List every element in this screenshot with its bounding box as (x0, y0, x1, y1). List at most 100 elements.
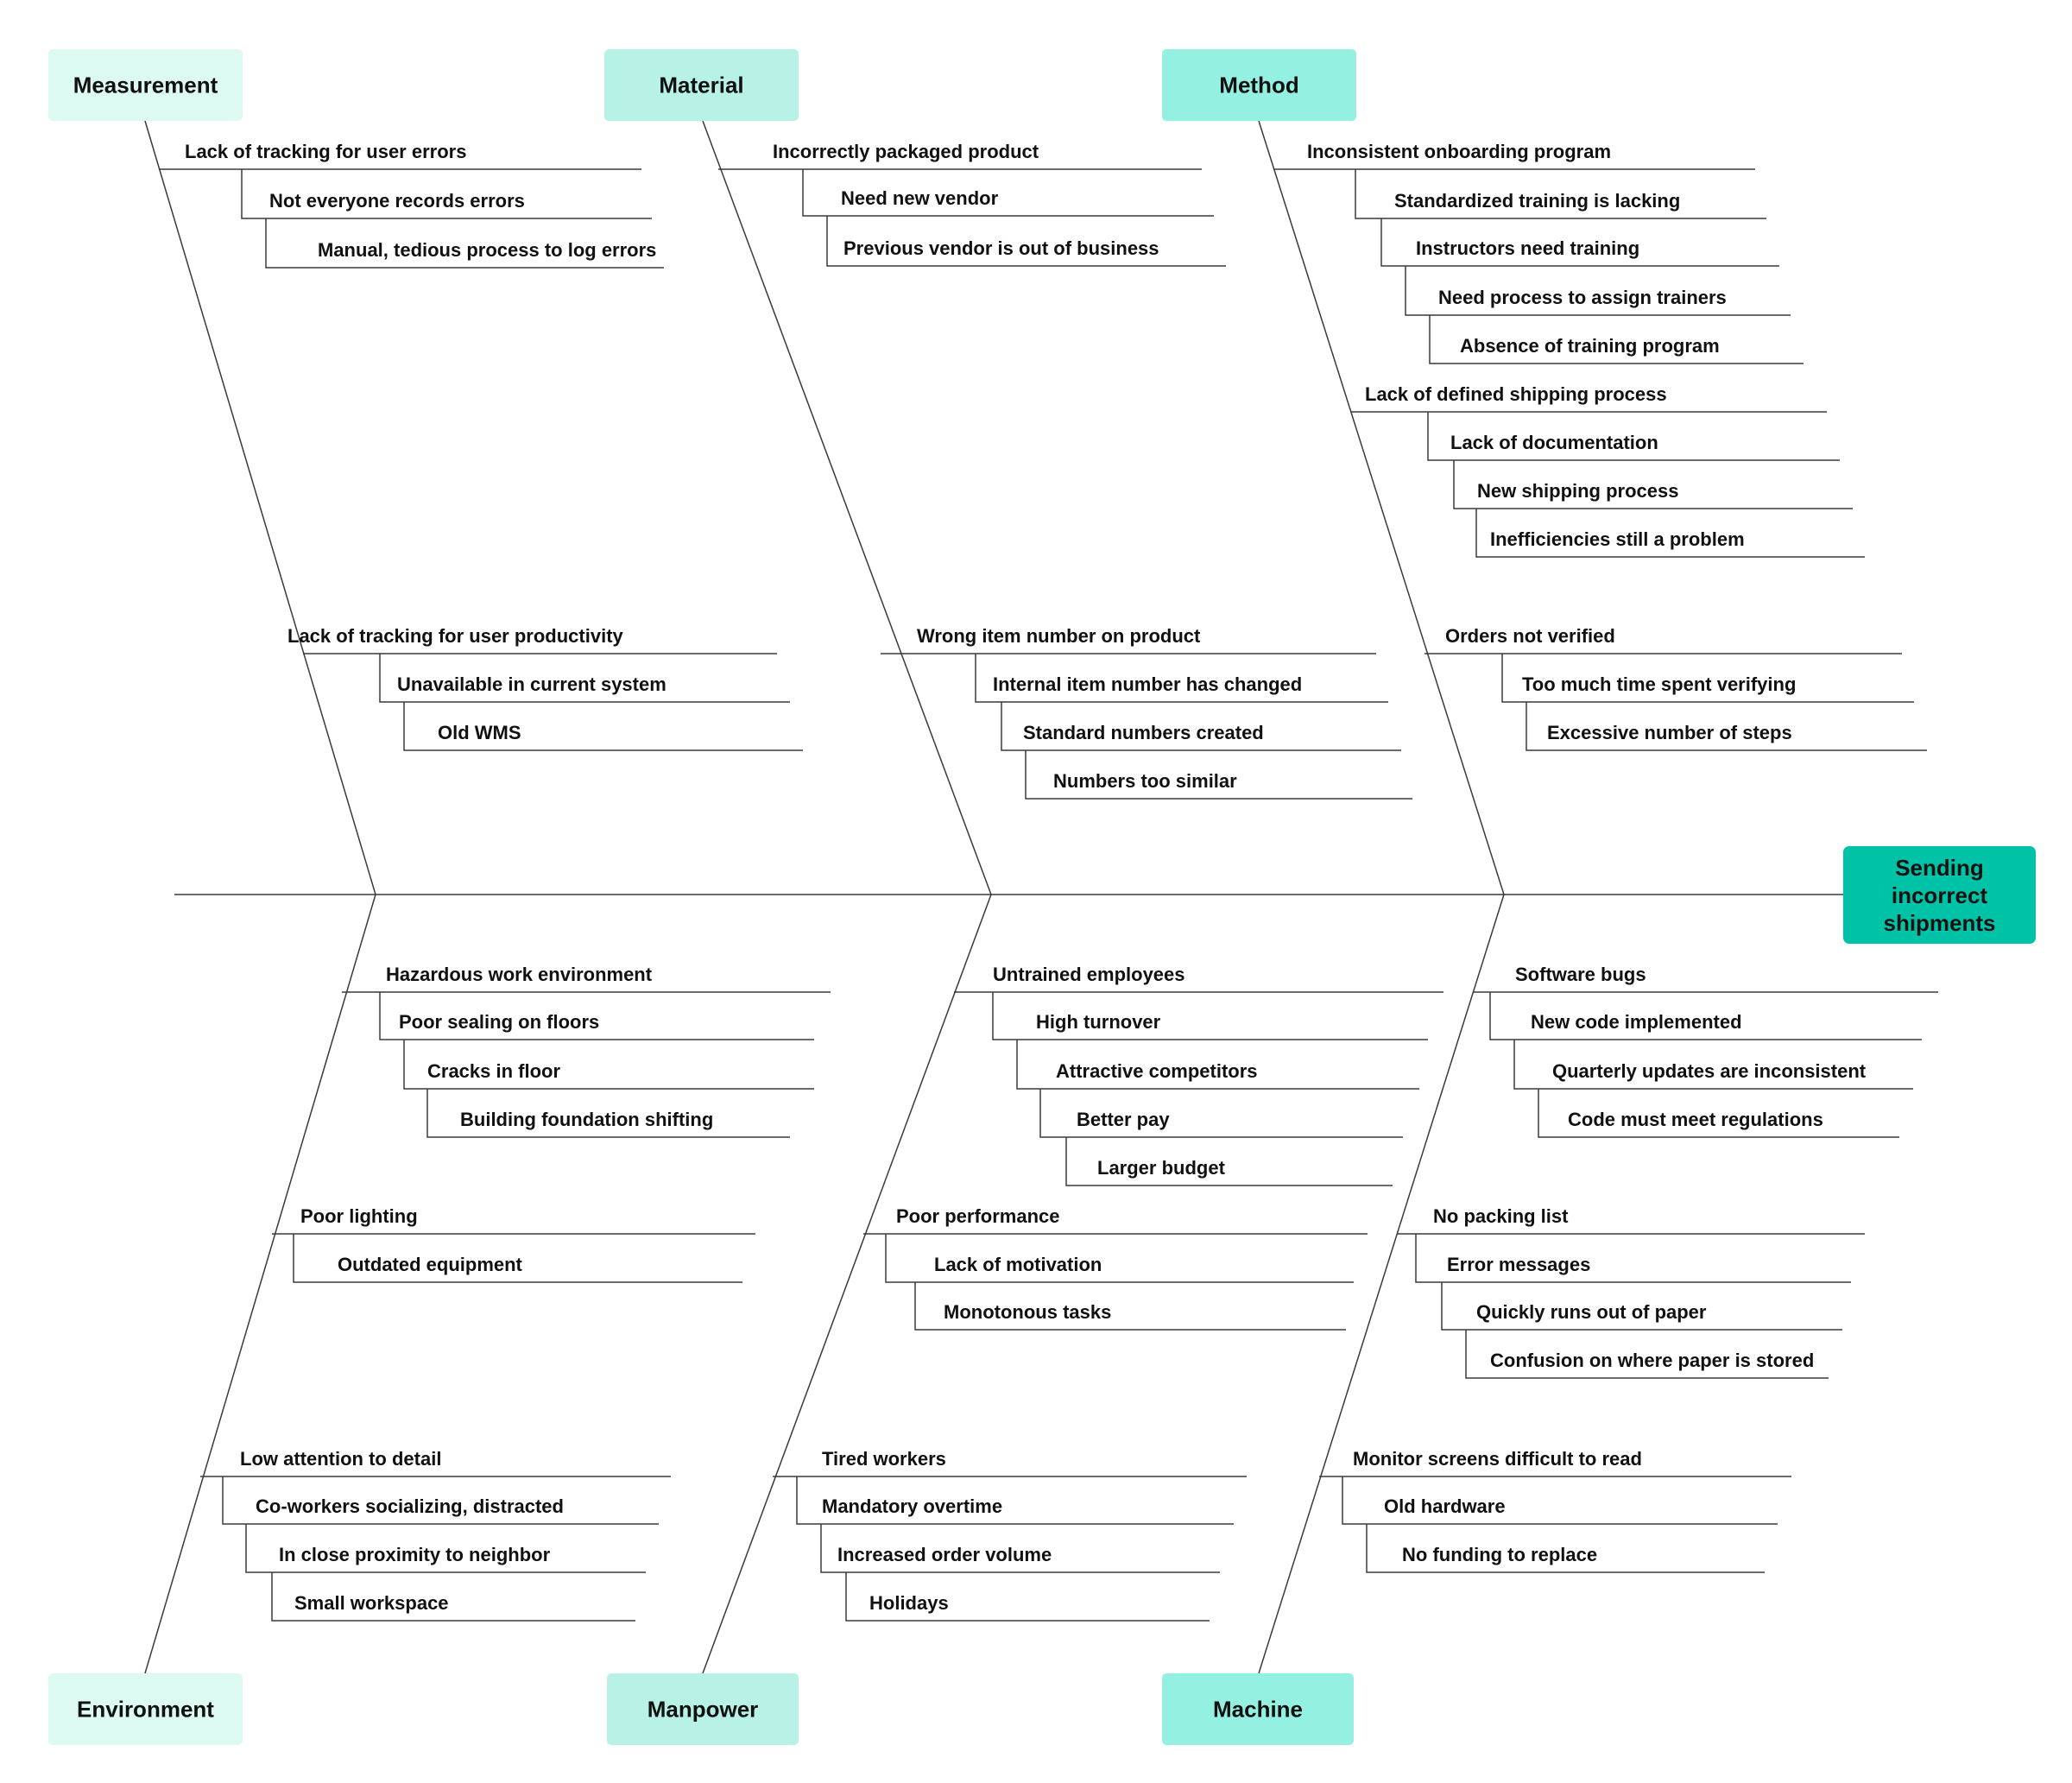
bone-manpower (702, 894, 992, 1674)
sub-cause-line (403, 1040, 814, 1090)
sub-cause-line (426, 1089, 790, 1138)
sub-cause-line (1538, 1089, 1899, 1138)
sub-cause-line (1405, 266, 1791, 316)
sub-cause-label: Need process to assign trainers (1438, 287, 1727, 308)
sub-cause-label: Inefficiencies still a problem (1490, 528, 1745, 550)
sub-cause-line (379, 992, 814, 1040)
category-box-manpower (607, 1673, 799, 1745)
sub-cause-label: Need new vendor (841, 187, 999, 209)
sub-cause-label: Standard numbers created (1023, 722, 1264, 743)
sub-cause-label: Unavailable in current system (397, 673, 666, 695)
bone-machine (1258, 894, 1505, 1674)
category-label-manpower: Manpower (648, 1697, 759, 1723)
sub-cause-label: Old hardware (1384, 1495, 1506, 1517)
sub-cause-label: High turnover (1036, 1011, 1161, 1033)
sub-cause-label: Old WMS (438, 722, 521, 743)
sub-cause-line (1513, 1040, 1913, 1090)
sub-cause-line (1489, 992, 1922, 1040)
sub-cause-label: Monotonous tasks (944, 1301, 1111, 1323)
sub-cause-line (975, 654, 1388, 703)
sub-cause-label: Outdated equipment (338, 1254, 523, 1275)
sub-cause-label: Attractive competitors (1056, 1060, 1258, 1082)
sub-cause-label: Building foundation shifting (460, 1109, 713, 1130)
sub-cause-label: Lack of motivation (934, 1254, 1102, 1275)
sub-cause-line (802, 169, 1214, 217)
sub-cause-label: Too much time spent verifying (1522, 673, 1796, 695)
effect-label-line: Sending (1895, 855, 1984, 881)
sub-cause-label: Lack of documentation (1450, 432, 1658, 453)
sub-cause-line (245, 1524, 646, 1573)
sub-cause-line (241, 169, 652, 219)
sub-cause-line (222, 1476, 659, 1525)
sub-cause-line (1427, 412, 1840, 461)
effect-label-line: incorrect (1892, 882, 1988, 908)
sub-cause-line (914, 1282, 1346, 1331)
sub-cause-line (1380, 218, 1779, 267)
cause-label: Inconsistent onboarding program (1307, 141, 1611, 162)
category-label-environment: Environment (77, 1697, 214, 1723)
cause-label: Untrained employees (993, 964, 1185, 985)
category-box-measurement (48, 49, 243, 121)
bone-material (702, 120, 992, 895)
sub-cause-label: Small workspace (294, 1592, 449, 1614)
cause-label: Lack of tracking for user productivity (287, 625, 624, 647)
category-box-environment (48, 1673, 243, 1745)
sub-cause-line (845, 1572, 1210, 1622)
category-box-method (1162, 49, 1356, 121)
sub-cause-label: Holidays (869, 1592, 949, 1614)
sub-cause-line (1366, 1524, 1765, 1573)
cause-label: Lack of defined shipping process (1365, 383, 1667, 405)
sub-cause-line (1441, 1282, 1842, 1331)
cause-label: Low attention to detail (240, 1448, 441, 1470)
sub-cause-label: Instructors need training (1416, 237, 1639, 259)
bone-environment (144, 894, 376, 1674)
sub-cause-label: Internal item number has changed (993, 673, 1302, 695)
cause-label: Incorrectly packaged product (773, 141, 1039, 162)
category-label-machine: Machine (1213, 1697, 1303, 1723)
sub-cause-label: Error messages (1447, 1254, 1590, 1275)
sub-cause-line (1016, 1040, 1419, 1090)
sub-cause-line (1465, 1330, 1829, 1379)
sub-cause-label: Absence of training program (1460, 335, 1720, 357)
sub-cause-label: Quickly runs out of paper (1476, 1301, 1707, 1323)
sub-cause-line (820, 1524, 1220, 1573)
effect-box (1843, 846, 2036, 944)
sub-cause-line (1415, 1234, 1851, 1283)
sub-cause-label: Larger budget (1097, 1157, 1226, 1179)
sub-cause-label: Manual, tedious process to log errors (318, 239, 656, 261)
sub-cause-line (271, 1572, 635, 1622)
sub-cause-line (1039, 1089, 1403, 1138)
sub-cause-label: Previous vendor is out of business (843, 237, 1159, 259)
sub-cause-line (1429, 315, 1804, 364)
sub-cause-label: Co-workers socializing, distracted (256, 1495, 564, 1517)
sub-cause-label: Better pay (1077, 1109, 1170, 1130)
category-label-method: Method (1219, 73, 1298, 98)
cause-label: Poor performance (896, 1205, 1060, 1227)
sub-cause-line (1501, 654, 1914, 703)
sub-cause-line (1065, 1137, 1393, 1186)
cause-label: Monitor screens difficult to read (1353, 1448, 1642, 1470)
sub-cause-label: In close proximity to neighbor (279, 1544, 551, 1565)
sub-cause-label: Increased order volume (837, 1544, 1052, 1565)
sub-cause-line (826, 216, 1226, 267)
sub-cause-line (1526, 702, 1927, 751)
cause-label: Software bugs (1515, 964, 1646, 985)
cause-label: Tired workers (822, 1448, 946, 1470)
sub-cause-label: Not everyone records errors (269, 190, 525, 212)
sub-cause-label: Numbers too similar (1053, 770, 1237, 792)
sub-cause-line (379, 654, 790, 703)
sub-cause-line (293, 1234, 742, 1283)
sub-cause-label: Code must meet regulations (1568, 1109, 1823, 1130)
sub-cause-label: Excessive number of steps (1547, 722, 1792, 743)
sub-cause-line (796, 1476, 1234, 1525)
sub-cause-line (1001, 702, 1401, 751)
sub-cause-line (1342, 1476, 1778, 1525)
sub-cause-line (403, 702, 803, 751)
cause-label: Orders not verified (1445, 625, 1615, 647)
category-box-material (604, 49, 799, 121)
sub-cause-line (1475, 509, 1865, 558)
effect-label-line: shipments (1883, 910, 1995, 936)
sub-cause-label: Quarterly updates are inconsistent (1552, 1060, 1867, 1082)
sub-cause-line (265, 218, 664, 269)
